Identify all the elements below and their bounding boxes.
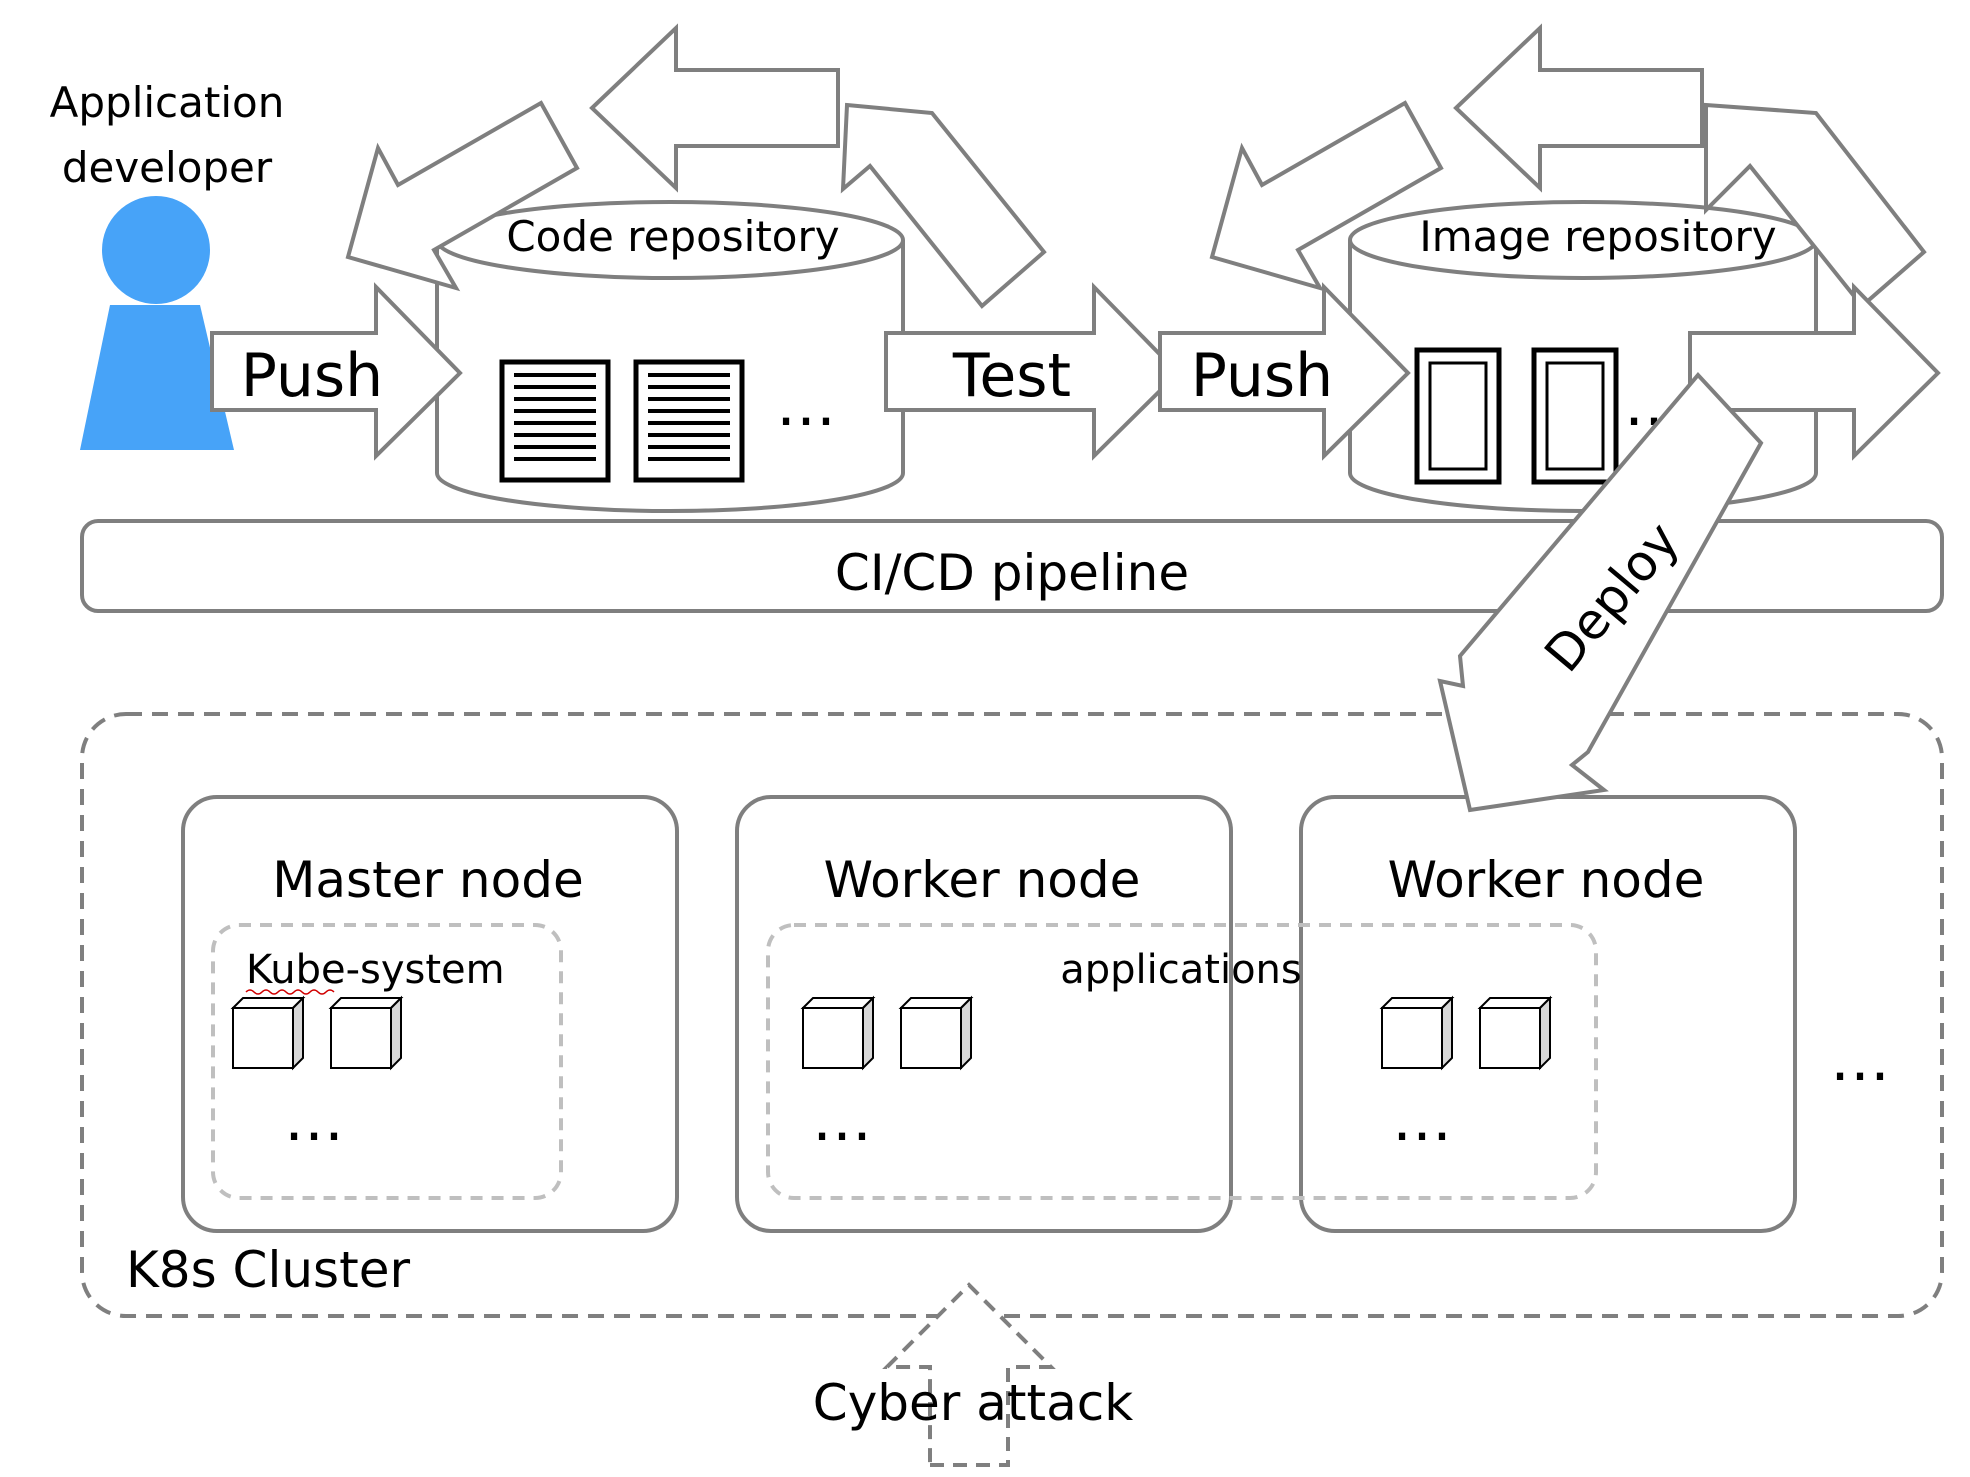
developer-label-line2: developer bbox=[62, 143, 273, 192]
kube-system-label: Kube-system bbox=[246, 947, 505, 993]
loop-arrow-left-icon bbox=[1209, 100, 1444, 292]
application-developer: Application developer bbox=[50, 78, 285, 450]
code-repository: Code repository … bbox=[435, 200, 905, 513]
deploy-arrow: Deploy bbox=[1437, 371, 1764, 813]
worker-node-2-title: Worker node bbox=[1388, 851, 1705, 909]
code-repository-ellipsis: … bbox=[776, 370, 836, 440]
image-loop-arrows bbox=[1209, 23, 1927, 309]
worker-node-1: Worker node bbox=[735, 795, 1233, 1233]
pod-cube-icon bbox=[232, 997, 304, 1069]
developer-body-icon bbox=[80, 305, 234, 450]
pod-cube-icon bbox=[1479, 997, 1551, 1069]
ci-cd-pipeline-bar: CI/CD pipeline bbox=[80, 519, 1944, 613]
spellcheck-squiggle bbox=[245, 989, 335, 995]
master-node: Master node Kube-system … bbox=[181, 795, 679, 1233]
push-arrow-2: Push bbox=[1158, 282, 1411, 461]
code-loop-arrows bbox=[345, 23, 1047, 309]
cyber-attack-label: Cyber attack bbox=[813, 1374, 1133, 1432]
developer-head-icon bbox=[102, 196, 210, 304]
loop-arrow-right-icon bbox=[840, 102, 1047, 309]
code-repository-label: Code repository bbox=[506, 212, 839, 261]
kube-system-group bbox=[211, 923, 563, 1200]
image-repository-label: Image repository bbox=[1419, 212, 1776, 261]
applications-label: applications bbox=[1060, 947, 1301, 993]
kube-system-ellipsis: … bbox=[284, 1085, 344, 1155]
push-label-2: Push bbox=[1191, 341, 1333, 411]
worker-node-2-ellipsis: … bbox=[1392, 1085, 1452, 1155]
more-nodes-ellipsis: … bbox=[1830, 1025, 1890, 1095]
document-icon bbox=[633, 359, 745, 483]
document-icon bbox=[499, 359, 611, 483]
pod-cube-icon bbox=[900, 997, 972, 1069]
worker-node-1-ellipsis: … bbox=[812, 1085, 872, 1155]
pod-cube-icon bbox=[330, 997, 402, 1069]
push-arrow-1: Push bbox=[210, 282, 463, 461]
loop-arrow-top-icon bbox=[589, 23, 840, 193]
pod-cube-icon bbox=[802, 997, 874, 1069]
test-arrow: Test bbox=[884, 282, 1181, 461]
k8s-cluster: K8s Cluster Master node Kube-system … Wo… bbox=[80, 712, 1944, 1318]
pod-cube-icon bbox=[1381, 997, 1453, 1069]
master-node-title: Master node bbox=[272, 851, 583, 909]
ci-cd-pipeline-label: CI/CD pipeline bbox=[835, 544, 1189, 602]
test-label: Test bbox=[952, 341, 1071, 411]
container-image-icon bbox=[1531, 347, 1619, 485]
applications-group: applications … … bbox=[766, 923, 1598, 1200]
container-image-icon bbox=[1414, 347, 1502, 485]
k8s-cluster-label: K8s Cluster bbox=[126, 1241, 410, 1299]
loop-arrow-top-icon bbox=[1453, 23, 1704, 193]
push-label-1: Push bbox=[241, 341, 383, 411]
worker-node-1-title: Worker node bbox=[824, 851, 1141, 909]
loop-arrow-left-icon bbox=[345, 100, 580, 292]
cyber-attack-arrow: Cyber attack bbox=[813, 1282, 1133, 1467]
developer-label-line1: Application bbox=[50, 78, 285, 127]
